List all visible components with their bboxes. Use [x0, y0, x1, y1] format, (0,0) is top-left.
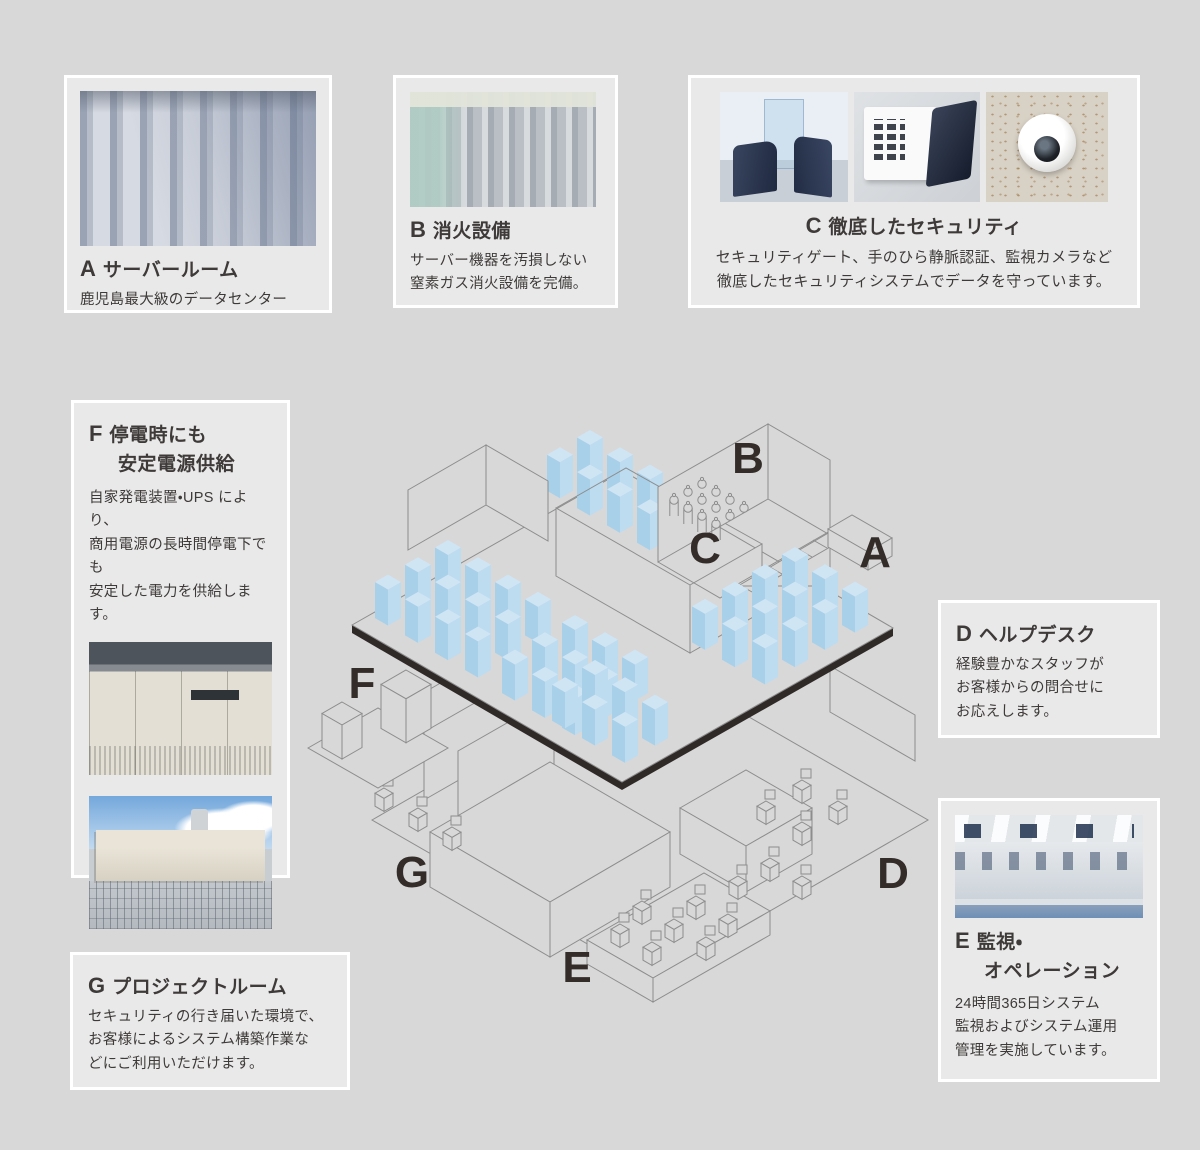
zone-letter-a: A [859, 528, 891, 577]
section-letter-a: A [80, 256, 96, 281]
zone-letter-b: B [732, 434, 764, 483]
card-f-title-line2: 安定電源供給 [118, 454, 236, 475]
nitrogen-gas-cylinders-photo [410, 92, 596, 207]
facility-isometric-diagram: A B C D E F G [306, 423, 930, 1003]
gate-left-shape [732, 139, 777, 197]
office-area-shape [955, 841, 1143, 900]
zone-letter-e: E [562, 943, 591, 992]
card-g-title: G プロジェクトルーム [88, 972, 332, 999]
body-line: お客様からの問合せに [956, 680, 1104, 697]
card-b-title: B 消火設備 [410, 216, 601, 243]
zone-letter-g: G [395, 848, 429, 897]
operation-room-photo [955, 815, 1143, 918]
body-line: 24時間365日システム [955, 996, 1100, 1012]
card-server-room: A サーバールーム 鹿児島最大級のデータセンター [64, 75, 332, 313]
zone-letter-d: D [877, 849, 909, 898]
body-line: 安定した電力を供給します。 [89, 583, 252, 624]
card-a-title: A サーバールーム [80, 255, 316, 282]
card-f-title-line1: 停電時にも [109, 425, 207, 446]
body-line: セキュリティゲート、手のひら静脈認証、監視カメラなど [715, 249, 1113, 266]
body-line: サーバー機器を汚損しない [410, 253, 588, 269]
camera-lens-shape [1033, 136, 1060, 163]
card-fire-suppression: B 消火設備 サーバー機器を汚損しない 窒素ガス消火設備を完備。 [393, 75, 618, 308]
section-letter-f: F [89, 421, 103, 446]
ups-vents-shape [89, 745, 272, 775]
server-room-photo [80, 91, 316, 246]
security-gate-photo [720, 92, 849, 202]
body-line: セキュリティの行き届いた環境で、 [88, 1009, 324, 1025]
card-help-desk: D ヘルプデスク 経験豊かなスタッフが お客様からの問合せに お応えします。 [938, 600, 1160, 738]
body-line: 管理を実施しています。 [955, 1042, 1116, 1059]
body-line: どにご利用いただけます。 [88, 1055, 264, 1072]
gate-right-shape [794, 135, 833, 199]
card-e-title: E 監視・ [955, 927, 1143, 954]
body-line: 経験豊かなスタッフが [956, 657, 1104, 673]
generator-unit-shape [96, 830, 265, 882]
body-line: 監視およびシステム運用 [955, 1019, 1118, 1036]
card-e-body: 24時間365日システム 監視およびシステム運用 管理を実施しています。 [955, 993, 1143, 1063]
dome-camera-photo [985, 92, 1108, 202]
zone-letter-c: C [689, 524, 721, 573]
section-letter-b: B [410, 217, 426, 242]
card-b-title-text: 消火設備 [432, 221, 511, 242]
card-a-title-text: サーバールーム [102, 260, 239, 281]
card-d-title-text: ヘルプデスク [978, 625, 1096, 646]
ups-photo [89, 641, 272, 775]
security-photo-row [720, 92, 1108, 202]
card-d-body: 経験豊かなスタッフが お客様からの問合せに お応えします。 [956, 654, 1142, 724]
section-letter-e: E [955, 928, 970, 953]
card-c-body: セキュリティゲート、手のひら静脈認証、監視カメラなど 徹底したセキュリティシステ… [705, 246, 1123, 295]
card-a-body: 鹿児島最大級のデータセンター [80, 289, 316, 312]
card-c-title-text: 徹底したセキュリティ [828, 217, 1023, 238]
card-monitoring-operation: E 監視・ オペレーション 24時間365日システム 監視およびシステム運用 管… [938, 798, 1160, 1082]
gas-cylinders [669, 476, 749, 540]
section-letter-c: C [805, 213, 822, 238]
desk-monitors-shape [955, 852, 1143, 870]
generator-duct-shape [191, 809, 208, 834]
generator-photo [89, 795, 272, 929]
body-line: 商用電源の長時間停電下でも [89, 536, 267, 577]
body-line: 鹿児島最大級のデータセンター [80, 292, 288, 308]
zone-letter-f: F [349, 659, 376, 708]
keypad-device-shape [864, 107, 937, 180]
server-racks-front [375, 540, 868, 763]
card-g-body: セキュリティの行き届いた環境で、 お客様によるシステム構築作業な どにご利用いた… [88, 1006, 332, 1076]
fence-shape [89, 881, 272, 929]
card-security: C 徹底したセキュリティ セキュリティゲート、手のひら静脈認証、監視カメラなど … [688, 75, 1140, 308]
body-line: 徹底したセキュリティシステムでデータを守っています。 [716, 273, 1112, 291]
body-line: お客様によるシステム構築作業な [88, 1032, 310, 1049]
palm-vein-reader-photo [854, 92, 980, 202]
wall-displays-shape [964, 824, 1134, 838]
body-line: 窒素ガス消火設備を完備。 [410, 276, 588, 293]
card-g-title-text: プロジェクトルーム [112, 977, 288, 998]
generator-platform [306, 669, 450, 789]
card-b-body: サーバー機器を汚損しない 窒素ガス消火設備を完備。 [410, 250, 601, 297]
keypad-keys-shape [874, 119, 905, 160]
ups-seams-shape [89, 671, 272, 775]
vein-reader-shape [926, 99, 978, 188]
body-line: 自家発電装置・UPS により、 [89, 490, 248, 530]
zone-letters: A B C D E F G [349, 434, 909, 992]
section-letter-g: G [88, 973, 106, 998]
section-letter-d: D [956, 621, 972, 646]
office-desks [374, 768, 848, 967]
card-power-supply: F 停電時にも 安定電源供給 自家発電装置・UPS により、 商用電源の長時間停… [71, 400, 290, 929]
card-d-title: D ヘルプデスク [956, 620, 1142, 647]
card-e-title-line1: 監視・ [976, 932, 1023, 953]
ups-panel-shape [191, 689, 240, 701]
card-f-title: F 停電時にも [89, 420, 272, 447]
card-e-title-line2: オペレーション [984, 961, 1121, 982]
card-project-room: G プロジェクトルーム セキュリティの行き届いた環境で、 お客様によるシステム構… [70, 952, 350, 1090]
body-line: お応えします。 [956, 703, 1059, 720]
floor-shape [955, 904, 1143, 918]
card-c-title: C 徹底したセキュリティ [705, 212, 1123, 239]
card-f-body: 自家発電装置・UPS により、 商用電源の長時間停電下でも 安定した電力を供給し… [89, 487, 272, 628]
